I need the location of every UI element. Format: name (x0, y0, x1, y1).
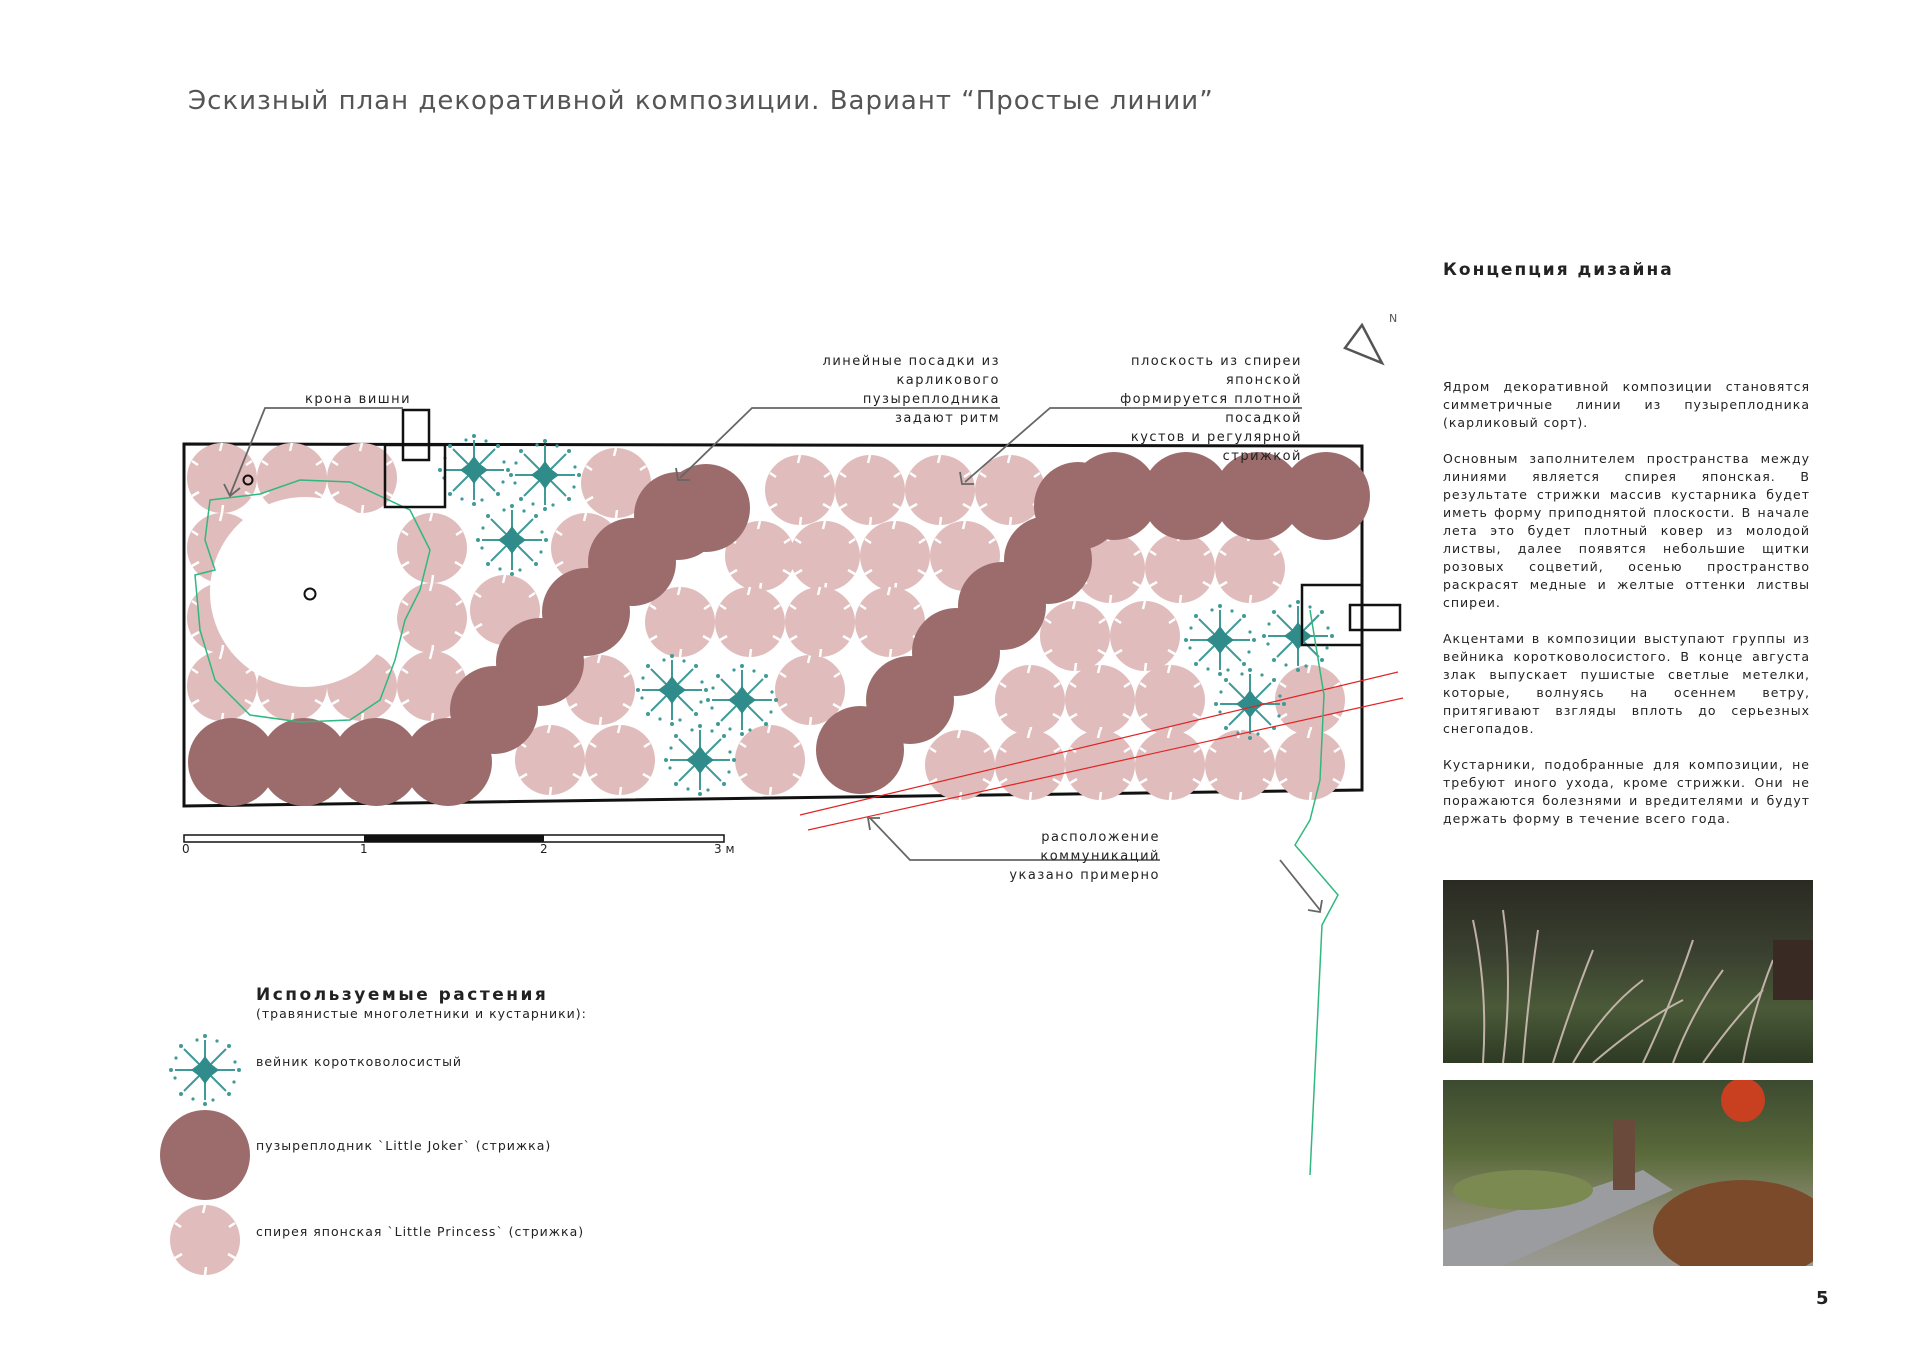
bladdernut-plantings (188, 452, 1370, 806)
scale-tick-3: 3 м (714, 842, 735, 856)
annotation-utilities: расположение коммуникаций указано пример… (1009, 830, 1160, 883)
structure-right-ext (1348, 603, 1402, 632)
page-title: Эскизный план декоративной композиции. В… (188, 86, 1214, 116)
legend-item-spirea: спирея японская `Little Princess` (стриж… (256, 1224, 585, 1239)
annotation-leaders (223, 407, 1323, 914)
annotation-lines: линейные посадки из карликового пузырепл… (822, 354, 1000, 426)
scale-bar (183, 834, 725, 843)
grass-photo (1443, 880, 1813, 1063)
garden-photo (1443, 1080, 1813, 1266)
concept-paragraph: Основным заполнителем пространства между… (1443, 451, 1810, 610)
legend-item-grass: вейник коротковолосистый (256, 1054, 463, 1069)
annotation-plane: плоскость из спиреи японской формируется… (1120, 354, 1302, 464)
structure-right (1300, 583, 1364, 647)
utility-lines (799, 671, 1404, 831)
legend-spirea-symbol (168, 1203, 242, 1277)
north-arrow-icon: N (1343, 312, 1397, 366)
cherry-crown-outline (194, 479, 431, 723)
scale-tick-2: 2 (540, 842, 548, 856)
structure-left-top (401, 408, 431, 462)
legend-item-bladdernut: пузыреплодник `Little Joker` (стрижка) (256, 1138, 552, 1153)
concept-paragraph: Кустарники, подобранные для композиции, … (1443, 757, 1810, 826)
cherry-trunk-marker (242, 474, 254, 486)
scale-tick-1: 1 (360, 842, 368, 856)
utility-route (1294, 609, 1339, 1176)
site-boundary (182, 442, 1364, 808)
concept-title: Концепция дизайна (1443, 260, 1674, 280)
concept-paragraph: Ядром декоративной композиции становятся… (1443, 379, 1810, 430)
svg-text:N: N (1389, 312, 1397, 325)
legend-subtitle: (травянистые многолетники и кустарники): (256, 1006, 587, 1021)
page-number: 5 (1816, 1288, 1829, 1309)
legend-title: Используемые растения (256, 985, 549, 1005)
annotation-cherry: крона вишни (305, 392, 412, 407)
legend-bladdernut-symbol (160, 1110, 250, 1200)
scale-tick-0: 0 (182, 842, 190, 856)
concept-paragraph: Акцентами в композиции выступают группы … (1443, 631, 1810, 736)
cherry-center-marker (303, 587, 317, 601)
structure-left (383, 443, 447, 509)
legend-grass-symbol (168, 1033, 242, 1107)
concept-text: Ядром декоративной композиции становятся… (1443, 378, 1810, 846)
